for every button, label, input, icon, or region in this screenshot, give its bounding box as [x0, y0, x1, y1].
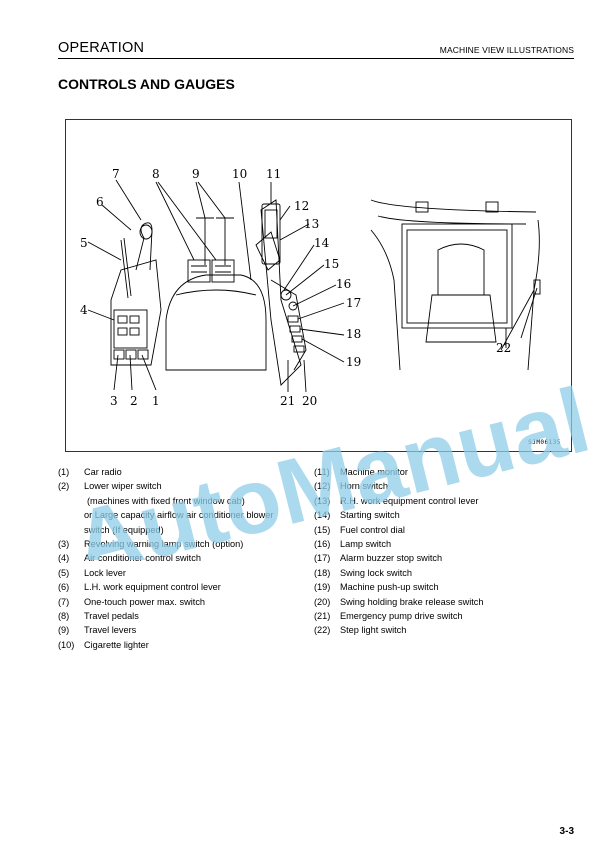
legend-item: (5)Lock lever [58, 567, 126, 578]
callout-4: 4 [80, 303, 88, 317]
callout-22: 22 [496, 341, 511, 355]
callout-21: 21 [280, 394, 295, 408]
legend-item: (15)Fuel control dial [314, 524, 405, 535]
legend-item: (11)Machine monitor [314, 467, 408, 477]
legend-continuation: or Large capacity airflow air conditione… [84, 510, 274, 521]
callout-19: 19 [346, 355, 361, 369]
legend-item: (8)Travel pedals [58, 611, 139, 622]
legend-item: (21)Emergency pump drive switch [314, 611, 463, 622]
callout-12: 12 [294, 199, 309, 213]
callout-16: 16 [336, 277, 351, 291]
illustration-drawing: 7 8 9 10 11 12 13 14 15 16 17 18 19 6 5 … [80, 167, 541, 408]
callout-5: 5 [80, 236, 88, 250]
legend-item: (17)Alarm buzzer stop switch [314, 553, 443, 564]
legend-item: (20)Swing holding brake release switch [314, 596, 484, 607]
callout-9: 9 [192, 167, 200, 181]
legend-item: (18)Swing lock switch [314, 567, 412, 578]
callout-1: 1 [152, 394, 160, 408]
callout-13: 13 [304, 217, 319, 231]
legend-item: (3)Revolving warning lamp switch (option… [58, 539, 244, 550]
header-chapter: MACHINE VIEW ILLUSTRATIONS [439, 45, 574, 55]
callout-11: 11 [266, 167, 281, 181]
callout-3: 3 [110, 394, 118, 408]
callout-6: 6 [96, 195, 104, 209]
ac-control-panel [113, 309, 148, 349]
legend-item: (14)Starting switch [314, 510, 400, 521]
legend-left: (1)Car radio (2)Lower wiper switch (mach… [58, 465, 318, 652]
callout-7: 7 [112, 167, 120, 181]
callout-17: 17 [346, 296, 361, 310]
legend-item: (1)Car radio [58, 467, 122, 477]
legend-item: (2)Lower wiper switch [58, 481, 162, 492]
callout-15: 15 [324, 257, 339, 271]
legend-item: (19)Machine push-up switch [314, 582, 439, 593]
legend-item: (22)Step light switch [314, 625, 407, 636]
legend-item: (9)Travel levers [58, 625, 137, 636]
step-light-switch-box [533, 279, 541, 295]
callout-14: 14 [314, 236, 330, 250]
legend-continuation: (machines with fixed front window cab) [87, 495, 245, 506]
callout-8: 8 [152, 167, 160, 181]
legend-right: (11)Machine monitor (12)Horn switch (13)… [314, 465, 574, 638]
page-number: 3-3 [559, 826, 574, 837]
legend-item: (6)L.H. work equipment control lever [58, 582, 221, 593]
legend-continuation: switch (If equipped) [84, 524, 164, 535]
legend-item: (13)R.H. work equipment control lever [314, 495, 479, 506]
legend-item: (10)Cigarette lighter [58, 639, 149, 650]
header-section: OPERATION [58, 40, 145, 56]
callout-18: 18 [346, 327, 361, 341]
legend-item: (4)Air conditioner control switch [58, 553, 201, 564]
header-rule [58, 58, 574, 59]
legend-item: (7)One-touch power max. switch [58, 596, 206, 607]
legend-item: (16)Lamp switch [314, 539, 392, 550]
figure-code: SJM06135 [528, 439, 561, 446]
legend-item: (12)Horn switch [314, 481, 388, 492]
callout-10: 10 [232, 167, 247, 181]
controls-illustration: 7 8 9 10 11 12 13 14 15 16 17 18 19 6 5 … [65, 119, 572, 452]
callout-2: 2 [130, 394, 138, 408]
callout-20: 20 [302, 394, 317, 408]
page-title: CONTROLS AND GAUGES [58, 76, 235, 92]
